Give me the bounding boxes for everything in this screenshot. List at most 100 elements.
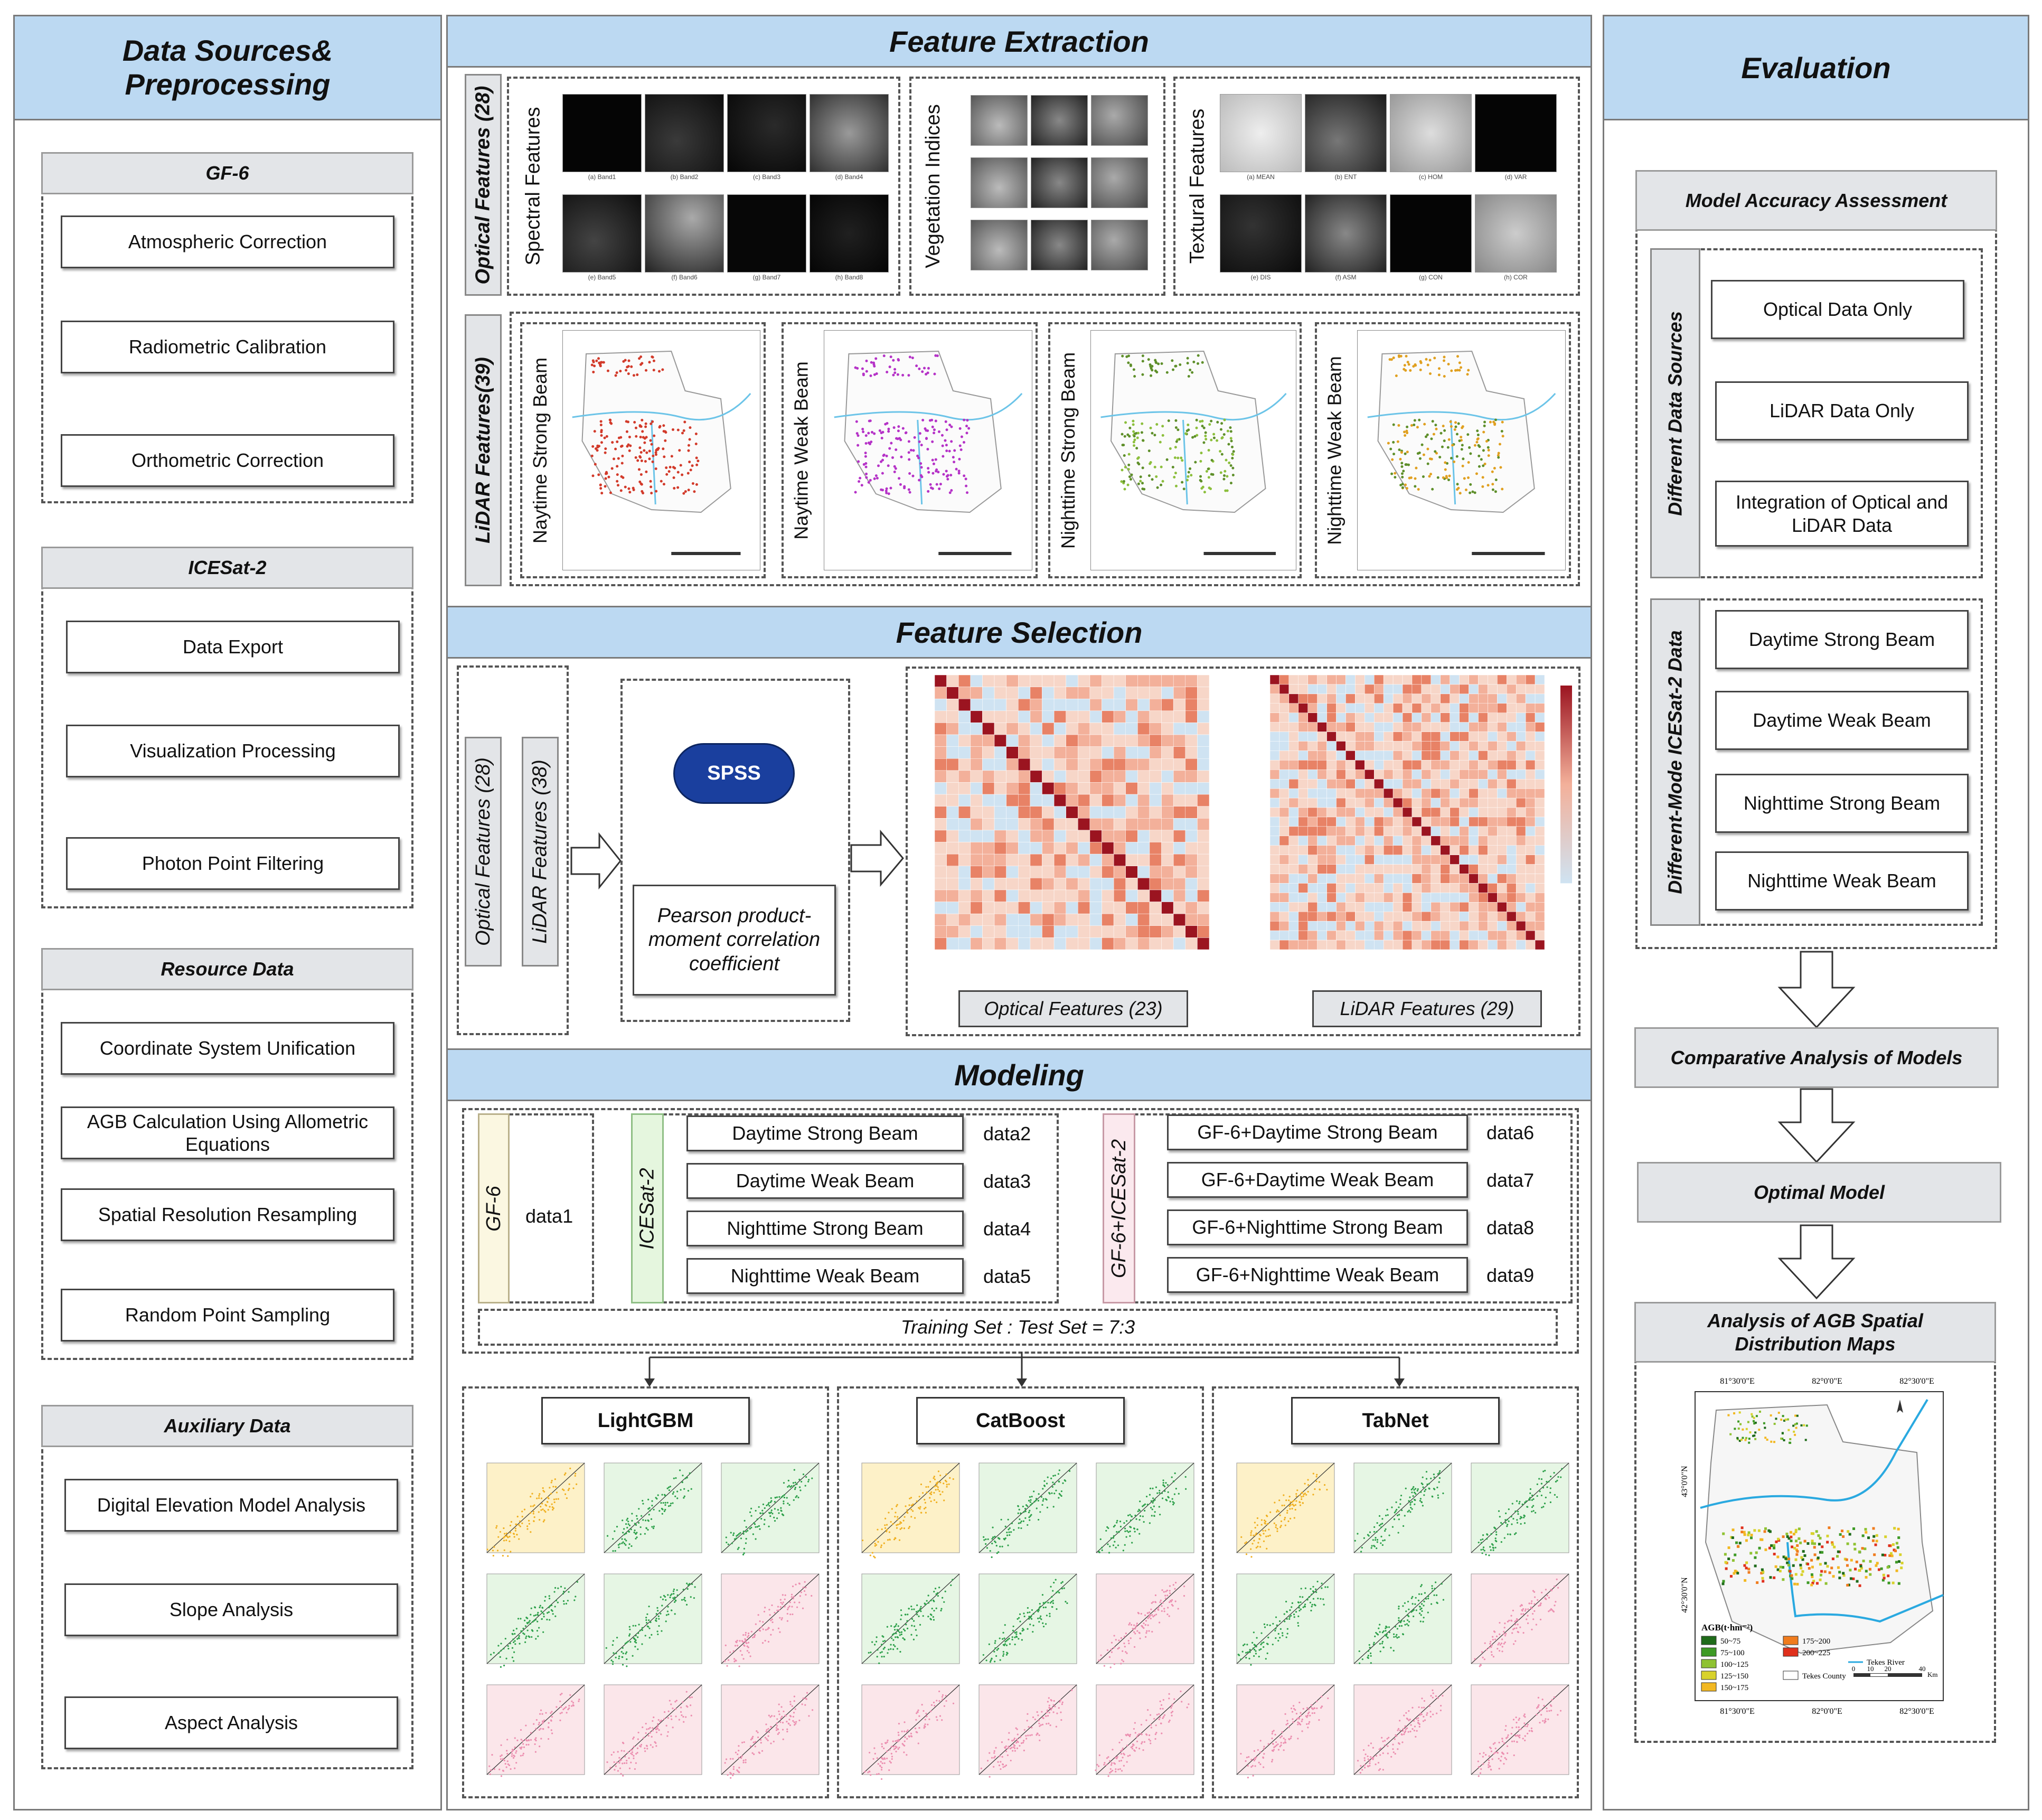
scatter-point bbox=[1015, 1727, 1017, 1729]
photon-point bbox=[1458, 369, 1461, 372]
scatter-plot bbox=[710, 1680, 823, 1785]
scatter-point bbox=[726, 1541, 728, 1544]
photon-point bbox=[644, 460, 647, 463]
heatmap-cell bbox=[1402, 760, 1413, 770]
scatter-point bbox=[1433, 1476, 1435, 1478]
photon-point bbox=[617, 457, 620, 460]
heatmap-cell bbox=[1006, 853, 1019, 866]
scatter-point bbox=[1034, 1499, 1037, 1502]
scatter-point bbox=[647, 1519, 649, 1522]
scatter-point bbox=[540, 1728, 542, 1730]
scatter-point bbox=[900, 1618, 902, 1620]
scatter-point bbox=[622, 1762, 624, 1765]
heatmap-cell bbox=[1516, 836, 1526, 846]
scatter-point bbox=[1041, 1504, 1043, 1506]
spectral-caption: (g) Band7 bbox=[752, 274, 781, 281]
scatter-point bbox=[535, 1737, 537, 1739]
heatmap-cell bbox=[1053, 782, 1066, 795]
heatmap-cell bbox=[994, 687, 1006, 699]
scatter-point bbox=[783, 1503, 785, 1505]
icesat-row-data: data4 bbox=[983, 1218, 1031, 1240]
heatmap-cell bbox=[1269, 684, 1280, 695]
spectral-tile bbox=[562, 194, 642, 273]
scatter-point bbox=[1494, 1537, 1497, 1540]
heatmap-cell bbox=[1161, 674, 1174, 687]
textural-tile bbox=[1305, 94, 1387, 172]
heatmap-cell bbox=[1317, 798, 1327, 808]
photon-point bbox=[604, 485, 607, 488]
photon-point bbox=[1417, 488, 1420, 491]
scatter-point bbox=[1006, 1754, 1009, 1757]
heatmap-cell bbox=[1402, 930, 1413, 941]
heatmap-cell bbox=[1089, 698, 1102, 711]
scatter-point bbox=[513, 1629, 515, 1631]
scatter-point bbox=[938, 1587, 940, 1589]
heatmap-cell bbox=[1450, 693, 1460, 704]
heatmap-cell bbox=[1269, 836, 1280, 846]
scatter-point bbox=[1417, 1488, 1419, 1490]
heatmap-cell bbox=[1411, 807, 1422, 818]
photon-point bbox=[616, 484, 619, 487]
scatter-point bbox=[543, 1509, 545, 1512]
photon-point bbox=[1426, 363, 1429, 367]
heatmap-cell bbox=[1078, 770, 1090, 783]
heatmap-cell bbox=[1392, 693, 1403, 704]
heatmap-cell bbox=[994, 758, 1006, 771]
scatter-point bbox=[796, 1606, 798, 1608]
scatter-point bbox=[627, 1521, 629, 1523]
scatter-point bbox=[646, 1728, 648, 1730]
scatter-point bbox=[564, 1472, 567, 1474]
photon-point bbox=[1204, 435, 1207, 438]
scatter-point bbox=[735, 1751, 737, 1753]
scatter-point bbox=[1100, 1654, 1102, 1656]
photon-point bbox=[893, 471, 896, 474]
scatter-point bbox=[1056, 1591, 1058, 1593]
heatmap-cell bbox=[1440, 902, 1450, 912]
heatmap-cell bbox=[1478, 912, 1488, 922]
gf6-step-1: Atmospheric Correction bbox=[61, 215, 394, 268]
combo-row-label: GF-6+Daytime Weak Beam bbox=[1167, 1162, 1468, 1198]
scatter-point bbox=[1160, 1704, 1163, 1706]
heatmap-cell bbox=[1402, 741, 1413, 751]
photon-point bbox=[1159, 440, 1162, 444]
scatter-point bbox=[676, 1497, 679, 1499]
scatter-point bbox=[1152, 1497, 1154, 1499]
heatmap-cell bbox=[1488, 845, 1498, 855]
scatter-point bbox=[498, 1768, 501, 1770]
heatmap-cell bbox=[1269, 921, 1280, 931]
scatter-point bbox=[762, 1503, 765, 1505]
heatmap-cell bbox=[1102, 710, 1114, 723]
scatter-point bbox=[939, 1715, 942, 1717]
scatter-point bbox=[791, 1593, 793, 1596]
scatter-point bbox=[1129, 1535, 1131, 1537]
scatter-point bbox=[1131, 1515, 1133, 1517]
heatmap-cell bbox=[1355, 826, 1365, 837]
scatter-point bbox=[1528, 1499, 1531, 1501]
photon-point bbox=[1192, 360, 1196, 363]
scatter-point bbox=[754, 1746, 756, 1748]
scatter-point bbox=[741, 1654, 743, 1656]
scatter-point bbox=[490, 1769, 492, 1771]
scatter-point bbox=[674, 1613, 676, 1615]
scatter-point bbox=[1140, 1723, 1143, 1726]
scatter-point bbox=[630, 1528, 632, 1531]
heatmap-cell bbox=[958, 842, 971, 855]
heatmap-cell bbox=[1469, 722, 1479, 732]
heatmap-cell bbox=[1373, 826, 1384, 837]
photon-point bbox=[1392, 440, 1395, 444]
photon-point bbox=[1399, 484, 1403, 487]
heatmap-cell bbox=[946, 913, 959, 926]
scatter-point bbox=[795, 1723, 797, 1725]
photon-point bbox=[1154, 359, 1157, 362]
heatmap-cell bbox=[1161, 902, 1174, 914]
scatter-point bbox=[656, 1630, 658, 1633]
photon-point bbox=[855, 432, 859, 435]
heatmap-cell bbox=[1053, 746, 1066, 759]
heatmap-cell bbox=[1317, 712, 1327, 723]
scatter-point bbox=[788, 1605, 791, 1608]
photon-point bbox=[1220, 422, 1224, 425]
scatter-point bbox=[902, 1519, 905, 1522]
photon-point bbox=[1153, 434, 1156, 437]
heatmap-cell bbox=[1373, 712, 1384, 723]
scatter-point bbox=[537, 1635, 539, 1637]
